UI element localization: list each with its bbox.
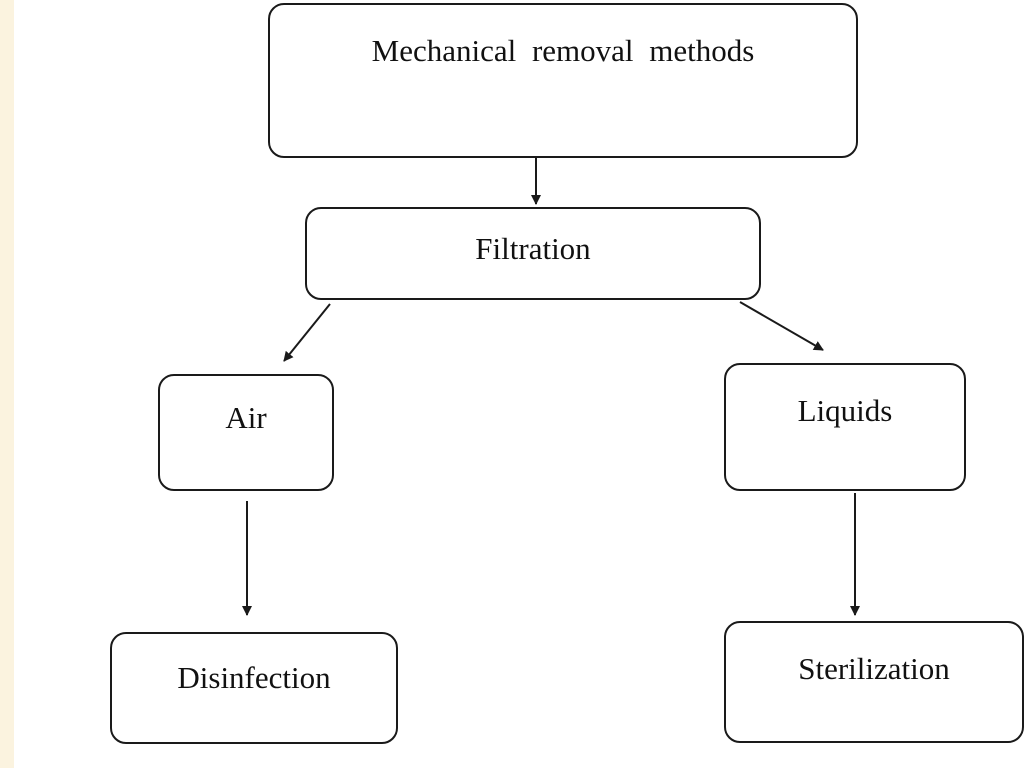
edge-filtration-to-air bbox=[283, 303, 331, 362]
node-mechanical-removal-methods: Mechanical removal methods bbox=[268, 3, 858, 158]
node-label: Filtration bbox=[475, 231, 591, 266]
node-label: Disinfection bbox=[177, 660, 331, 695]
node-label: Sterilization bbox=[798, 651, 950, 686]
node-label: Liquids bbox=[797, 393, 893, 428]
node-label: Mechanical removal methods bbox=[371, 33, 755, 68]
node-filtration: Filtration bbox=[305, 207, 761, 300]
node-sterilization: Sterilization bbox=[724, 621, 1024, 743]
node-disinfection: Disinfection bbox=[110, 632, 398, 744]
node-label: Air bbox=[225, 400, 267, 435]
node-liquids: Liquids bbox=[724, 363, 966, 491]
edge-filtration-to-liquids bbox=[739, 301, 824, 351]
node-air: Air bbox=[158, 374, 334, 491]
